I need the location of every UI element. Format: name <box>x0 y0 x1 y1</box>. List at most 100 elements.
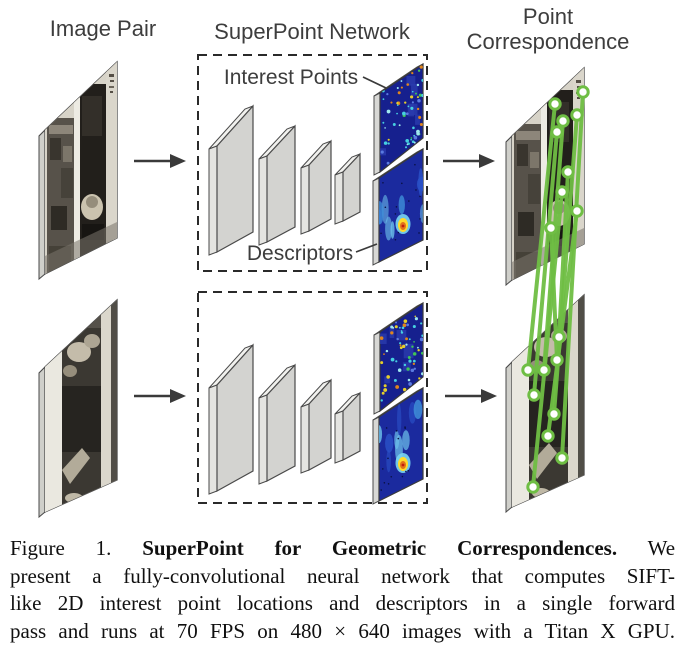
heatmap-dot <box>395 321 398 324</box>
heatmap-dot <box>414 315 417 318</box>
heatmap-dot <box>400 331 404 334</box>
heatmap-dot <box>407 469 409 472</box>
heatmap-streak <box>385 216 393 241</box>
point-correspondence-label-line2: Correspondence <box>467 29 630 54</box>
heatmap-dot <box>417 69 421 72</box>
heatmap-dot <box>395 430 398 432</box>
heatmap-dot <box>396 112 398 115</box>
keypoint-dot <box>527 388 541 402</box>
interest-points-heatmap-top <box>373 62 424 176</box>
heatmap-dot <box>413 341 415 343</box>
heatmap-dot <box>380 232 382 235</box>
heatmap-dot <box>421 78 423 82</box>
photo-region <box>82 96 102 136</box>
heatmap-streak <box>379 425 383 444</box>
heatmap-dot <box>416 96 419 99</box>
heatmap-dot <box>419 195 421 198</box>
heatmap-dot <box>383 384 387 388</box>
keypoint-dot <box>570 108 584 122</box>
heatmap-dot <box>405 343 408 346</box>
photo-region <box>49 125 73 134</box>
heatmap-dot <box>381 391 385 395</box>
image-pair-top-panel <box>38 60 118 281</box>
heatmap-dot <box>397 231 400 234</box>
heatmap-dot <box>421 93 423 98</box>
heatmap-dot <box>412 126 415 130</box>
heatmap-dot <box>390 475 393 478</box>
heatmap-dot <box>408 359 412 363</box>
photo-region <box>62 448 90 484</box>
heatmap-dot <box>415 92 417 95</box>
heatmap-dot <box>419 122 423 127</box>
heatmap-side-face <box>373 331 381 415</box>
image-pair-bottom-panel <box>38 298 118 519</box>
heatmap-dot <box>394 325 398 329</box>
heatmap-patch <box>396 329 407 341</box>
match-line <box>526 102 557 372</box>
heatmap-content <box>380 315 423 402</box>
keypoint-dot <box>547 407 561 421</box>
conv-layer-slab <box>308 139 332 233</box>
heatmap-dot <box>416 107 420 111</box>
heatmap-streak <box>390 221 395 239</box>
heatmap-dot <box>396 104 399 107</box>
heatmap-dot <box>383 388 388 392</box>
heatmap-content <box>379 399 423 491</box>
heatmap-dot <box>410 368 415 373</box>
heatmap-side-face <box>373 92 381 176</box>
matches-overlay <box>521 85 590 494</box>
keypoint-dot <box>552 330 566 344</box>
heatmap-dot <box>384 206 387 209</box>
heatmap-dot <box>382 468 384 470</box>
heatmap-dot <box>380 336 384 340</box>
match-line <box>531 190 564 489</box>
heatmap-dot <box>412 352 417 356</box>
heatmap-dot <box>404 427 406 429</box>
heatmap-dot <box>392 326 395 329</box>
heatmap-dot <box>405 138 410 143</box>
interest-points-heatmap-bottom <box>373 301 424 415</box>
heatmap-dot <box>394 213 397 215</box>
heatmap-dot <box>411 101 414 104</box>
heatmap-patch <box>402 362 411 372</box>
conv-layer-front-face <box>300 403 310 474</box>
heatmap-dot <box>417 349 420 352</box>
heatmap-dot <box>398 326 401 329</box>
heatmap-dot <box>414 317 418 321</box>
heatmap-dot <box>396 101 399 105</box>
point-correspondence-label-line1: Point <box>523 4 573 29</box>
heatmap-dot <box>406 367 410 371</box>
heatmap-dot <box>419 218 421 220</box>
heatmap-dot <box>419 337 423 342</box>
heatmap-dot <box>400 80 403 82</box>
heatmap-dot <box>418 93 422 97</box>
heatmap-dot <box>400 86 403 89</box>
heatmap-dot <box>414 163 416 166</box>
heatmap-dot <box>412 324 416 329</box>
keypoint-dot <box>570 204 584 218</box>
heatmap-dot <box>408 200 410 202</box>
photo-region <box>109 86 114 88</box>
caption-line-2: present a fully-convolutional neural net… <box>10 563 675 588</box>
heatmap-dot <box>416 83 420 87</box>
keypoint-dot <box>544 221 558 235</box>
heatmap-content <box>379 163 423 241</box>
arrow-right-icon <box>134 389 186 403</box>
heatmap-dot <box>387 142 390 145</box>
heatmap-streak <box>413 399 423 420</box>
heatmap-dot <box>403 319 408 323</box>
photo-region <box>45 222 117 274</box>
photo-region <box>63 365 77 377</box>
photo-region <box>111 300 117 512</box>
panel-side-face <box>38 365 46 519</box>
heatmap-dot <box>413 141 416 144</box>
photo-region <box>50 138 61 160</box>
keypoint-dot <box>555 185 569 199</box>
heatmap-dot <box>392 122 396 126</box>
heatmap-dot <box>418 115 422 119</box>
figure-number: Figure 1. <box>10 536 112 560</box>
figure-canvas: Image Pair SuperPoint Network Point Corr… <box>38 4 630 519</box>
caption-line-3: like 2D interest point locations and des… <box>10 591 675 615</box>
heatmap-dot <box>387 138 390 141</box>
heatmap-side-face <box>372 177 380 266</box>
